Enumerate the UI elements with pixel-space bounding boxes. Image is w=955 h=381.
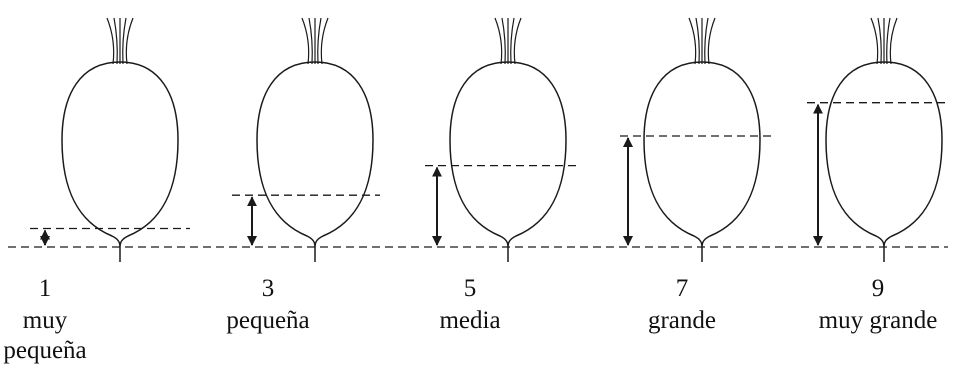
leaf-stems-icon bbox=[870, 17, 898, 65]
grade-number-9: 9 bbox=[871, 275, 885, 302]
root-outline bbox=[643, 61, 761, 248]
root-outline bbox=[449, 61, 567, 248]
grade-number-3: 3 bbox=[261, 275, 275, 302]
grade-number-5: 5 bbox=[463, 275, 477, 302]
grade-description-5: media bbox=[439, 307, 501, 334]
root-figure-3 bbox=[232, 17, 380, 262]
root-figure-9 bbox=[807, 17, 948, 262]
root-outline bbox=[61, 61, 179, 248]
grade-description-9: muy grande bbox=[818, 307, 938, 334]
leaf-stems-icon bbox=[494, 17, 522, 65]
grade-description-3: pequeña bbox=[226, 307, 310, 334]
leaf-stems-icon bbox=[301, 17, 329, 65]
grade-number-1: 1 bbox=[38, 275, 52, 302]
grade-description-1: muy pequeña bbox=[3, 307, 87, 364]
root-figure-1 bbox=[30, 17, 190, 262]
root-outline bbox=[825, 61, 943, 248]
root-figure-5 bbox=[425, 17, 577, 262]
root-figure-7 bbox=[620, 17, 772, 262]
grade-number-7: 7 bbox=[675, 275, 689, 302]
grade-description-7: grande bbox=[647, 307, 717, 334]
roots-layer bbox=[30, 17, 948, 262]
leaf-stems-icon bbox=[688, 17, 716, 65]
root-outline bbox=[256, 61, 374, 248]
leaf-stems-icon bbox=[106, 17, 134, 65]
